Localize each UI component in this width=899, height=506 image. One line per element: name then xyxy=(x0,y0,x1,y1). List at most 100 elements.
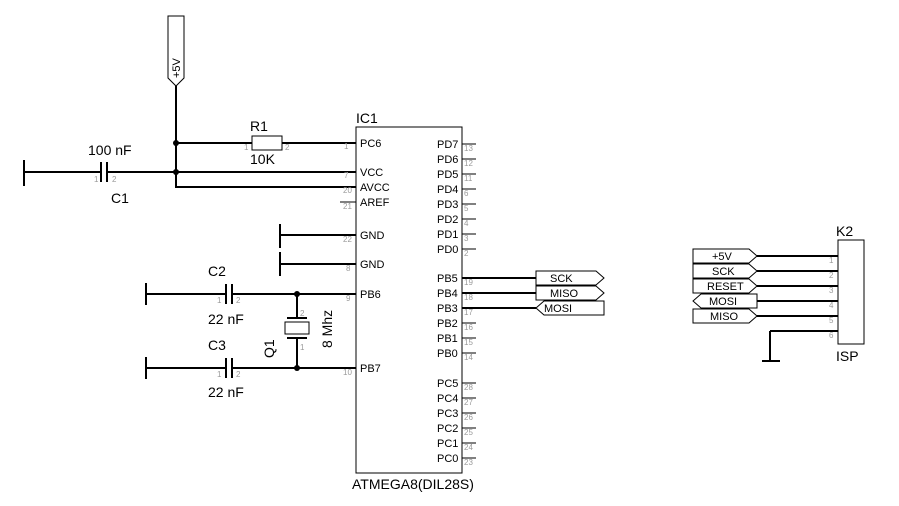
ic1-pin-label: PD2 xyxy=(437,214,458,226)
ic1-pin-number: 5 xyxy=(464,204,469,213)
ic1-pin-label: AVCC xyxy=(360,182,390,194)
ic1-pin-number: 3 xyxy=(464,234,469,243)
k2-pin-number: 4 xyxy=(829,301,834,310)
ic1-pin-label: GND xyxy=(360,259,385,271)
power-flag: +5V xyxy=(167,15,185,87)
ic1-pin-number: 24 xyxy=(464,443,473,452)
ic1-pin-number: 9 xyxy=(346,294,351,303)
ic1-pin-label: PB3 xyxy=(437,303,458,315)
ic1-pin-label: PB2 xyxy=(437,318,458,330)
c1-value: 100 nF xyxy=(88,142,132,158)
net-port-miso-isp: MISO xyxy=(692,308,758,324)
ic1-pin-number: 2 xyxy=(464,249,469,258)
ic1-pin-label: PD3 xyxy=(437,199,458,211)
ic1-pin-label: PD1 xyxy=(437,229,458,241)
k2-pin-numbers: 1 2 3 4 5 6 xyxy=(829,256,834,340)
c3-value: 22 nF xyxy=(208,384,244,400)
ic1-pin-number: 8 xyxy=(346,264,351,273)
ic1-pin-number: 20 xyxy=(343,186,352,195)
net-port-miso: MISO xyxy=(535,285,605,301)
ic1-pin-label: PC0 xyxy=(437,453,458,465)
net-port-sck-label: SCK xyxy=(550,273,573,285)
c3-pin2: 2 xyxy=(236,370,241,379)
c1-pin1: 1 xyxy=(94,175,99,184)
c1-pin2: 2 xyxy=(112,175,117,184)
ic1-pin-label: PC1 xyxy=(437,438,458,450)
ic1-pin-number: 28 xyxy=(464,383,473,392)
ic1-body xyxy=(355,126,463,474)
ic1-pin-label: PB5 xyxy=(437,273,458,285)
net-port-sck-isp: SCK xyxy=(692,263,758,279)
ic1-pin-label: PB0 xyxy=(437,348,458,360)
ic1-pin-number: 18 xyxy=(464,293,473,302)
c3-ref: C3 xyxy=(208,337,226,353)
net-port-miso-isp-label: MISO xyxy=(710,311,739,323)
ground-symbol xyxy=(279,252,356,276)
net-port-mosi-isp-label: MOSI xyxy=(709,296,737,308)
c1-ref: C1 xyxy=(111,190,129,206)
k2-body xyxy=(837,239,865,345)
ic1-pin-label: AREF xyxy=(360,197,390,209)
k2-pin-number: 3 xyxy=(829,286,834,295)
k2-pin-number: 5 xyxy=(829,316,834,325)
ic1-pin-number: 14 xyxy=(464,353,473,362)
ic1-pin-number: 22 xyxy=(343,235,352,244)
ic1-pin-label: GND xyxy=(360,230,385,242)
ic1-pin-label: PC3 xyxy=(437,408,458,420)
net-port-reset-label: RESET xyxy=(707,281,744,293)
c2-pin2: 2 xyxy=(236,296,241,305)
ic1-pin-number: 25 xyxy=(464,428,473,437)
c3-pin1: 1 xyxy=(217,370,222,379)
ic1-pin-label: PD6 xyxy=(437,154,458,166)
net-port-mosi-label: MOSI xyxy=(544,303,572,315)
ic1-pin-label: PB6 xyxy=(360,289,381,301)
ic1-pin-number: 27 xyxy=(464,398,473,407)
ic1-pin-number: 4 xyxy=(464,219,469,228)
capacitor-c3: C3 22 nF 1 2 xyxy=(145,337,356,400)
ic1-part: ATMEGA8(DIL28S) xyxy=(352,476,474,492)
capacitor-c1: 100 nF C1 1 2 xyxy=(23,142,176,206)
q1-pin1: 2 xyxy=(300,309,305,318)
ic1-pin-label: PD0 xyxy=(437,244,458,256)
r1-ref: R1 xyxy=(250,118,268,134)
ic1-pin-number: 7 xyxy=(344,171,349,180)
r1-value: 10K xyxy=(250,151,276,167)
c2-pin1: 1 xyxy=(217,296,222,305)
ic1-pin-label: PB7 xyxy=(360,363,381,375)
ic1-right-pins: PD7 13 PD6 12 PD5 11 PD4 6 PD3 5 PD2 4 P… xyxy=(437,139,476,467)
ic1-pin-number: 21 xyxy=(343,202,352,211)
r1-pin1: 1 xyxy=(244,143,249,152)
net-port-reset: RESET xyxy=(692,278,758,294)
k2-pin-number: 6 xyxy=(829,331,834,340)
ic1-pin-label: PC6 xyxy=(360,138,381,150)
power-flag-label: +5V xyxy=(171,57,183,78)
k2-name: ISP xyxy=(836,348,859,364)
c2-value: 22 nF xyxy=(208,311,244,327)
ic1-pin-label: PD4 xyxy=(437,184,458,196)
net-port-mosi-isp: MOSI xyxy=(692,293,758,309)
ic1-pin-label: VCC xyxy=(360,167,383,179)
ic1-pin-label: PD7 xyxy=(437,139,458,151)
net-port-sck-isp-label: SCK xyxy=(712,266,735,278)
net-port-sck: SCK xyxy=(535,270,605,286)
ic1-ref: IC1 xyxy=(356,110,378,126)
c2-ref: C2 xyxy=(208,263,226,279)
net-port-5v: +5V xyxy=(692,248,758,264)
net-port-5v-label: +5V xyxy=(712,251,733,263)
ic1-pin-label: PB4 xyxy=(437,288,458,300)
k2-pin-number: 1 xyxy=(829,256,834,265)
q1-pin2: 1 xyxy=(300,343,305,352)
net-port-miso-label: MISO xyxy=(550,288,579,300)
ic1-pin-number: 12 xyxy=(464,159,473,168)
ic1-left-pins: PC6 1 VCC 7 AVCC 20 AREF 21 GND 22 GND 8… xyxy=(340,138,390,377)
k2-pin-number: 2 xyxy=(829,271,834,280)
ic1-pin-number: 26 xyxy=(464,413,473,422)
ic1-pin-number: 15 xyxy=(464,338,473,347)
net-port-mosi: MOSI xyxy=(535,300,605,316)
crystal-q1: Q1 8 Mhz 2 1 xyxy=(261,291,335,371)
q1-ref: Q1 xyxy=(261,339,277,358)
q1-value: 8 Mhz xyxy=(319,310,335,348)
ic1-pin-number: 10 xyxy=(343,368,352,377)
ic1-pin-label: PC4 xyxy=(437,393,458,405)
k2-ref: K2 xyxy=(836,223,853,239)
